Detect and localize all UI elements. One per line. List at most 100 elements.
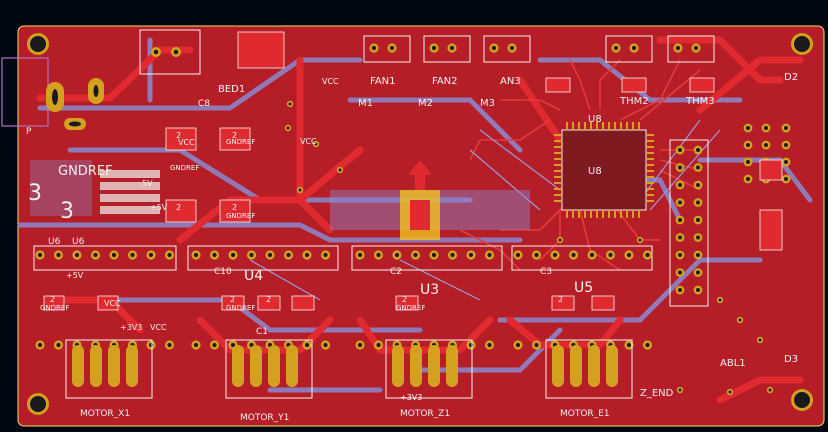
label-pin2-g: 2 bbox=[266, 295, 271, 304]
motor-connector-y1[interactable] bbox=[225, 339, 313, 399]
pad-drill bbox=[678, 288, 682, 292]
label-p: P bbox=[26, 127, 32, 137]
label-pin2-h: 2 bbox=[402, 295, 407, 304]
power-input-pads bbox=[46, 78, 104, 130]
pad-drill bbox=[534, 342, 539, 348]
motor-connector-x1[interactable] bbox=[65, 339, 153, 399]
stepper-driver-header-u5[interactable] bbox=[511, 245, 653, 271]
label-gndref-6: GNDREF bbox=[396, 304, 425, 312]
pad-drill bbox=[784, 143, 788, 147]
pad-drill bbox=[678, 218, 682, 222]
pad-drill bbox=[413, 252, 418, 258]
pad-drill bbox=[130, 252, 135, 258]
pad-drill bbox=[267, 252, 273, 258]
pad-drill bbox=[371, 45, 377, 51]
pad-drill bbox=[746, 160, 750, 164]
stepper-driver-header-u6[interactable] bbox=[33, 245, 177, 271]
motor-connector-z1[interactable] bbox=[385, 339, 473, 399]
label-d3: D3 bbox=[784, 354, 798, 365]
pad-drill bbox=[784, 160, 788, 164]
label-motor-x1: MOTOR_X1 bbox=[80, 409, 130, 419]
pad-drill bbox=[558, 238, 562, 242]
pad-drill bbox=[173, 49, 179, 55]
pad-drill bbox=[298, 188, 302, 192]
label-m1: M1 bbox=[358, 98, 373, 109]
pad-drill bbox=[515, 342, 521, 348]
label-u8-mid: U8 bbox=[588, 166, 602, 177]
pad-drill bbox=[376, 252, 381, 258]
top-connectors[interactable] bbox=[139, 29, 715, 75]
label-plus5v-a: +5V bbox=[150, 203, 168, 212]
pad-drill bbox=[212, 342, 217, 348]
pad-drill bbox=[534, 252, 539, 258]
pad-drill bbox=[678, 148, 682, 152]
pad-drill bbox=[288, 102, 292, 106]
u8-microcontroller[interactable] bbox=[554, 122, 654, 218]
pad-drill bbox=[678, 165, 682, 170]
pad-drill bbox=[357, 252, 363, 258]
pad-drill bbox=[230, 342, 236, 348]
pad-drill bbox=[728, 390, 732, 394]
stepper-driver-header-u3[interactable] bbox=[351, 245, 503, 271]
label-pin2-e: 2 bbox=[50, 295, 55, 304]
label-c10: C10 bbox=[214, 267, 232, 277]
pad-drill bbox=[678, 388, 682, 392]
pad-drill bbox=[56, 252, 61, 258]
label-u4: U4 bbox=[244, 268, 263, 284]
label-vcc-a: VCC bbox=[178, 138, 195, 147]
pad-drill bbox=[74, 252, 80, 258]
pad-drill bbox=[696, 165, 700, 170]
label-thm3: THM3 bbox=[685, 96, 715, 107]
motor-pin-blocks bbox=[72, 345, 618, 387]
stepper-driver-header-u4[interactable] bbox=[187, 245, 339, 271]
label-vcc-e: VCC bbox=[150, 323, 167, 332]
label-zend: Z_END bbox=[640, 388, 674, 399]
expansion-header-outline[interactable] bbox=[669, 139, 709, 307]
label-pin2-b: 2 bbox=[232, 131, 237, 140]
mounting-holes bbox=[27, 33, 813, 415]
label-abl1: ABL1 bbox=[720, 358, 746, 369]
pad-drill bbox=[608, 252, 613, 258]
pad-drill bbox=[394, 252, 400, 258]
pad-drill bbox=[738, 318, 742, 322]
pad-drill bbox=[696, 288, 700, 292]
label-thm2: THM2 bbox=[619, 96, 649, 107]
pad-drill bbox=[645, 252, 650, 258]
motor-connector-e1[interactable] bbox=[545, 339, 633, 399]
pad-drill bbox=[746, 177, 750, 181]
pad-drill bbox=[37, 342, 43, 348]
label-c8: C8 bbox=[198, 99, 210, 109]
pad-drill bbox=[638, 238, 642, 242]
pad-drill bbox=[626, 252, 632, 258]
pad-drill bbox=[645, 342, 650, 348]
label-gndref-2: GNDREF bbox=[226, 138, 255, 146]
pad-drill bbox=[304, 252, 310, 258]
pad-drill bbox=[212, 252, 217, 258]
pad-drill bbox=[696, 200, 700, 205]
pad-drill bbox=[230, 252, 236, 258]
pad-drill bbox=[758, 338, 762, 342]
label-u8-top: U8 bbox=[588, 114, 602, 125]
through-hole-pads bbox=[35, 43, 791, 396]
pad-drill bbox=[323, 342, 328, 348]
smd-pads bbox=[43, 31, 783, 311]
label-gndref-1: GNDREF bbox=[170, 164, 199, 172]
pad-drill bbox=[768, 388, 772, 392]
label-plus3v3-b: +3V3 bbox=[400, 393, 422, 402]
pad-drill bbox=[626, 342, 632, 348]
pad-drill bbox=[696, 253, 700, 257]
pad-drill bbox=[718, 298, 722, 302]
pad-drill bbox=[431, 252, 437, 258]
label-gndref-big: GNDREF bbox=[58, 164, 113, 179]
pad-drill bbox=[314, 142, 318, 146]
pad-drill bbox=[613, 45, 619, 51]
pad-drill bbox=[286, 252, 291, 258]
pad-drill bbox=[678, 183, 682, 187]
label-vcc-c: VCC bbox=[104, 299, 121, 308]
label-pin2-d: 2 bbox=[232, 203, 237, 212]
label-pin2-c: 2 bbox=[176, 203, 181, 212]
label-fan1: FAN1 bbox=[370, 76, 396, 87]
pad-drill bbox=[153, 49, 159, 55]
label-vcc-d: VCC bbox=[300, 137, 317, 146]
